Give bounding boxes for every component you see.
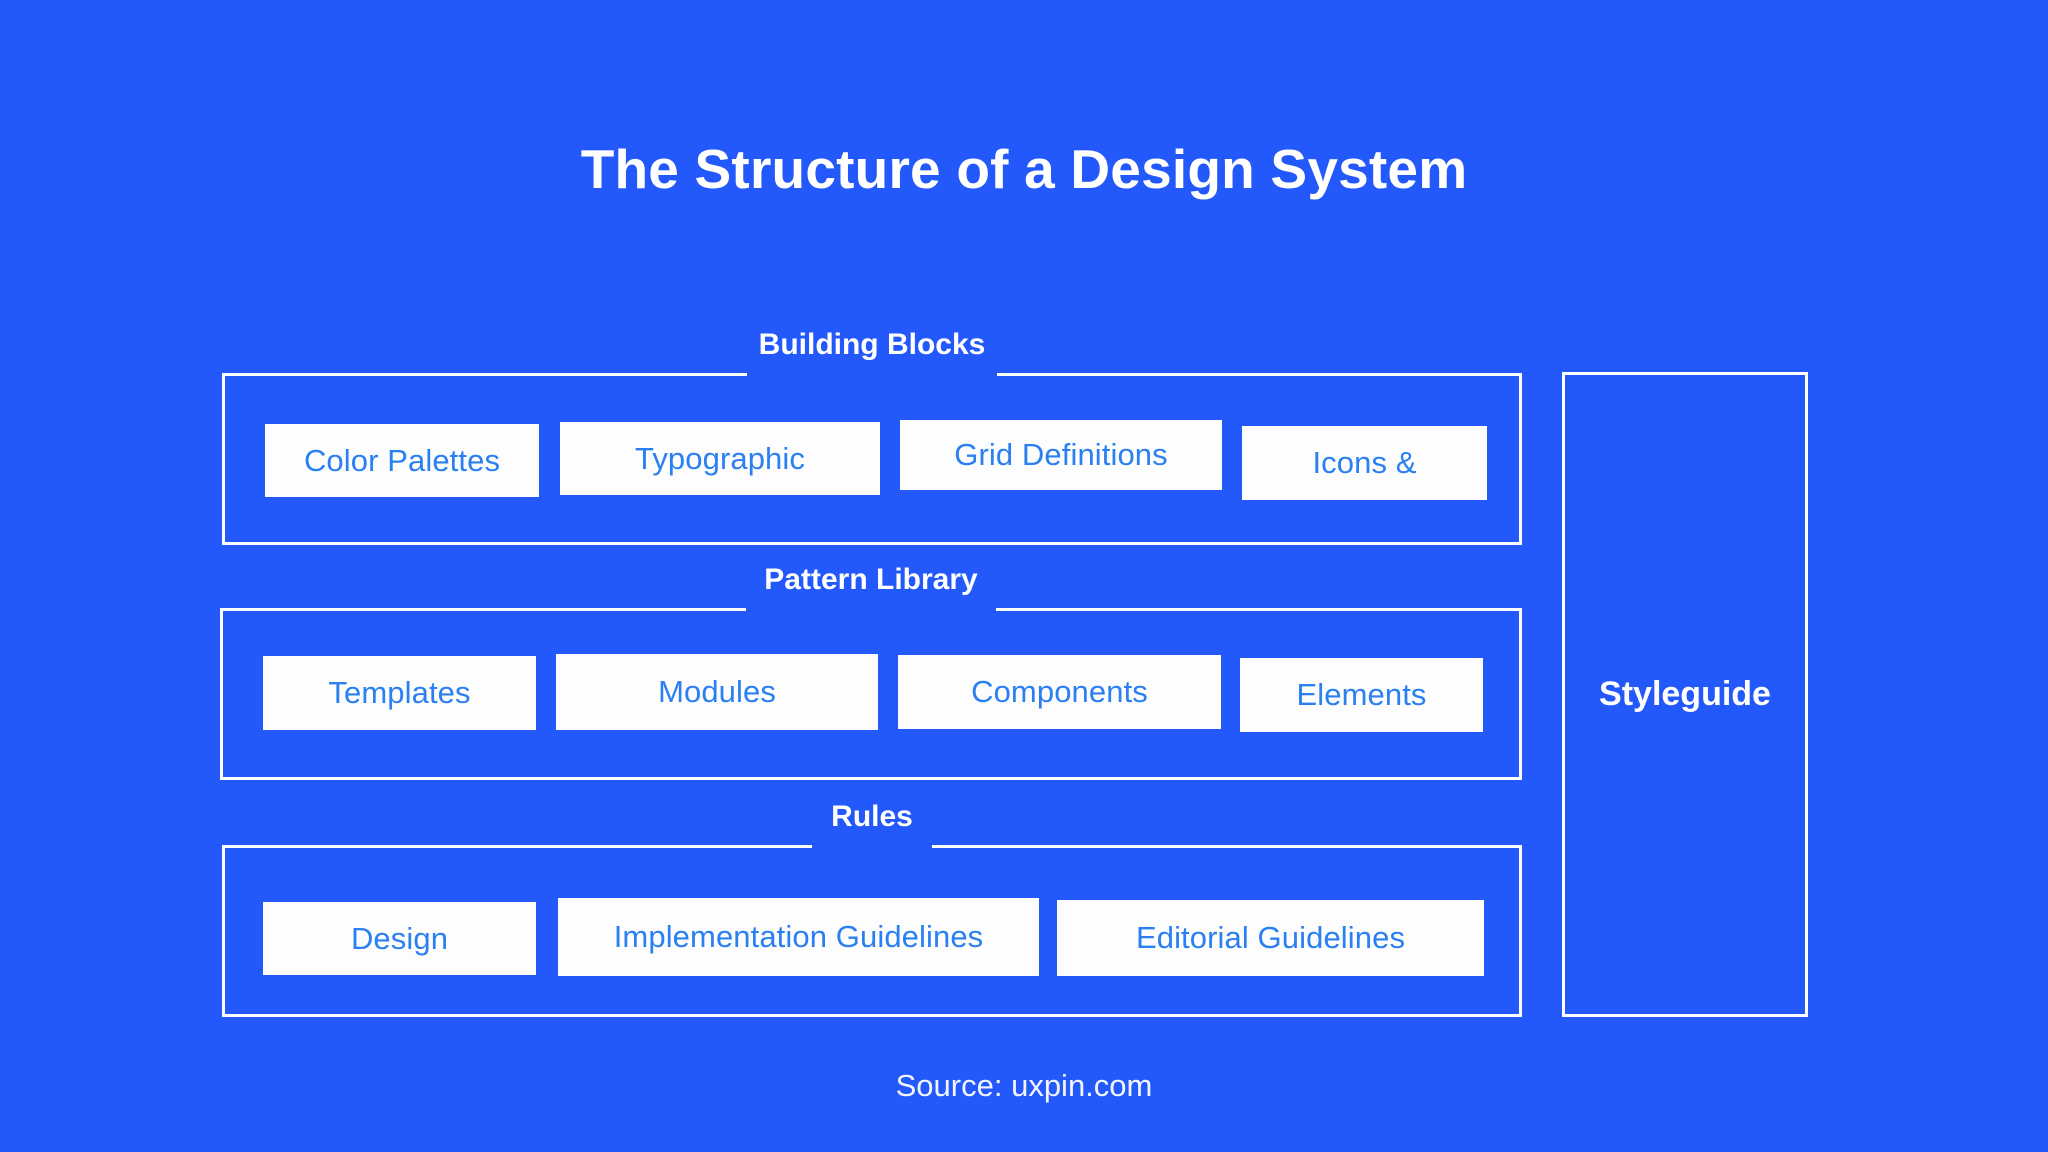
- section-items: Templates Modules Components Elements: [223, 611, 1519, 777]
- item-chip[interactable]: Icons &: [1242, 426, 1487, 500]
- item-chip[interactable]: Templates: [263, 656, 536, 730]
- styleguide-label: Styleguide: [1599, 675, 1771, 713]
- item-chip[interactable]: Typographic: [560, 422, 880, 495]
- page-title: The Structure of a Design System: [580, 137, 1468, 200]
- section-label: Pattern Library: [746, 565, 996, 595]
- item-chip[interactable]: Elements: [1240, 658, 1483, 732]
- item-chip[interactable]: Color Palettes: [265, 424, 539, 497]
- section-label-border-gap: [812, 843, 932, 850]
- item-chip[interactable]: Editorial Guidelines: [1057, 900, 1484, 976]
- section-label-border-gap: [746, 606, 996, 613]
- item-chip[interactable]: Modules: [556, 654, 878, 730]
- section-label-border-gap: [747, 371, 997, 378]
- item-chip[interactable]: Components: [898, 655, 1221, 729]
- section-label: Building Blocks: [740, 330, 1004, 360]
- item-chip[interactable]: Grid Definitions: [900, 420, 1222, 490]
- section-label: Rules: [813, 802, 931, 832]
- item-chip[interactable]: Design: [263, 902, 536, 975]
- section-items: Color Palettes Typographic Grid Definition…: [225, 376, 1519, 542]
- item-chip[interactable]: Implementation Guidelines: [558, 898, 1039, 976]
- source-note: Source: uxpin.com: [895, 1068, 1153, 1103]
- styleguide-column[interactable]: Styleguide: [1562, 372, 1808, 1017]
